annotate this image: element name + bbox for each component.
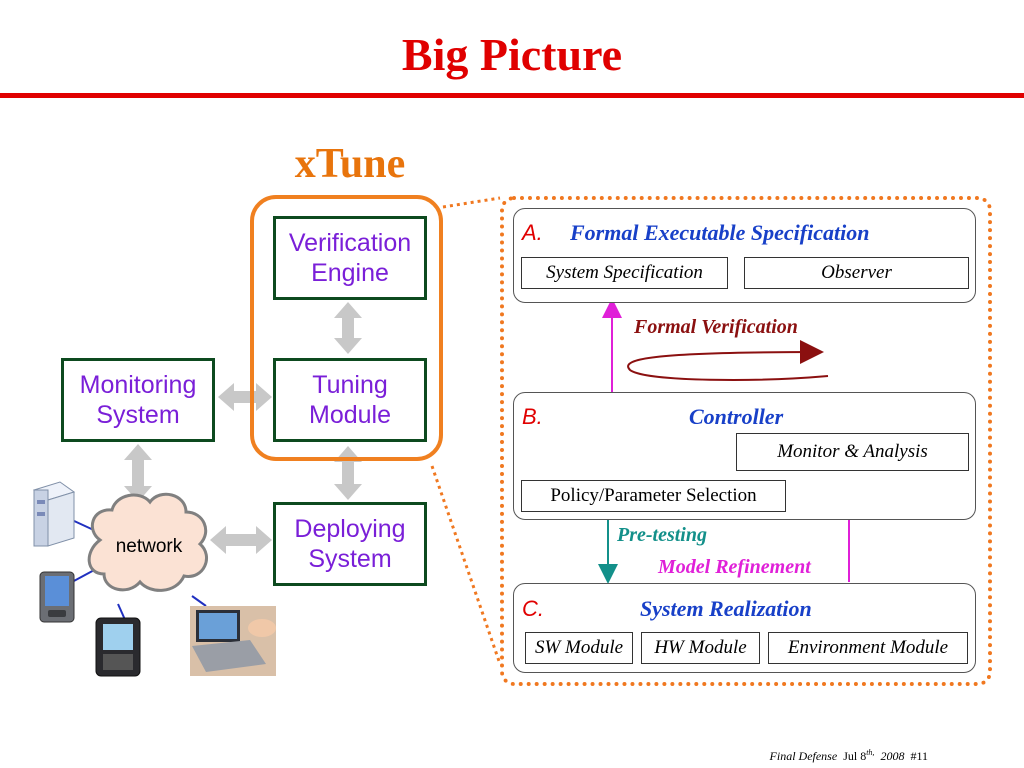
- section-b-title: Controller: [689, 404, 784, 429]
- environment-module-label: Environment Module: [787, 637, 949, 658]
- verification-engine-label: Verification Engine: [288, 229, 412, 287]
- xtune-label: xTune: [294, 141, 406, 187]
- policy-selection-box: Policy/Parameter Selection: [521, 480, 786, 512]
- hw-module-box: HW Module: [641, 632, 760, 664]
- policy-selection-label: Policy/Parameter Selection: [550, 485, 757, 506]
- zoom-line-top: [442, 196, 501, 209]
- monitoring-system-box: Monitoring System: [61, 358, 215, 442]
- observer-box: Observer: [744, 257, 969, 289]
- smartphone-icon: [95, 617, 141, 677]
- server-icon: [32, 481, 76, 547]
- slide-footer: Final Defense Jul 8th, 2008 #11: [770, 748, 928, 764]
- footer-date: Jul 8: [843, 749, 867, 763]
- section-a-letter: A.: [522, 220, 543, 245]
- formal-verification-arrow: [627, 340, 829, 381]
- environment-module-box: Environment Module: [768, 632, 968, 664]
- verification-engine-box: Verification Engine: [273, 216, 427, 300]
- footer-date-sup: th,: [866, 748, 875, 757]
- section-b-letter: B.: [522, 404, 543, 429]
- monitoring-system-label: Monitoring System: [79, 371, 197, 429]
- slide-title: Big Picture: [401, 29, 623, 80]
- monitor-analysis-box: Monitor & Analysis: [736, 433, 969, 471]
- zoom-line-bottom: [430, 465, 502, 665]
- system-specification-label: System Specification: [546, 262, 703, 283]
- monitor-analysis-label: Monitor & Analysis: [777, 441, 928, 462]
- laptop-photo-icon: [190, 606, 276, 676]
- section-a-title: Formal Executable Specification: [570, 220, 870, 245]
- tuning-module-label: Tuning Module: [309, 371, 391, 429]
- footer-event: Final Defense: [769, 749, 838, 763]
- xtune-boundary: [250, 195, 443, 461]
- title-divider: [0, 93, 1024, 98]
- section-c-letter: C.: [522, 596, 544, 621]
- xtune-detail-panel: [500, 196, 992, 686]
- section-c-title: System Realization: [640, 596, 812, 621]
- system-specification-box: System Specification: [521, 257, 728, 289]
- hw-module-label: HW Module: [654, 637, 747, 658]
- sw-module-label: SW Module: [534, 637, 624, 658]
- model-refinement-label: Model Refinement: [658, 556, 811, 578]
- cloud-icon: [87, 492, 209, 592]
- deploying-system-box: Deploying System: [273, 502, 427, 586]
- observer-label: Observer: [821, 262, 892, 283]
- tuning-module-box: Tuning Module: [273, 358, 427, 442]
- network-label: network: [115, 536, 183, 557]
- deploying-system-label: Deploying System: [294, 515, 406, 573]
- footer-page: #11: [910, 749, 928, 763]
- footer-year: 2008: [880, 749, 905, 763]
- pre-testing-label: Pre-testing: [617, 524, 707, 546]
- formal-verification-label: Formal Verification: [634, 316, 798, 338]
- sw-module-box: SW Module: [525, 632, 633, 664]
- pda-icon: [39, 571, 75, 623]
